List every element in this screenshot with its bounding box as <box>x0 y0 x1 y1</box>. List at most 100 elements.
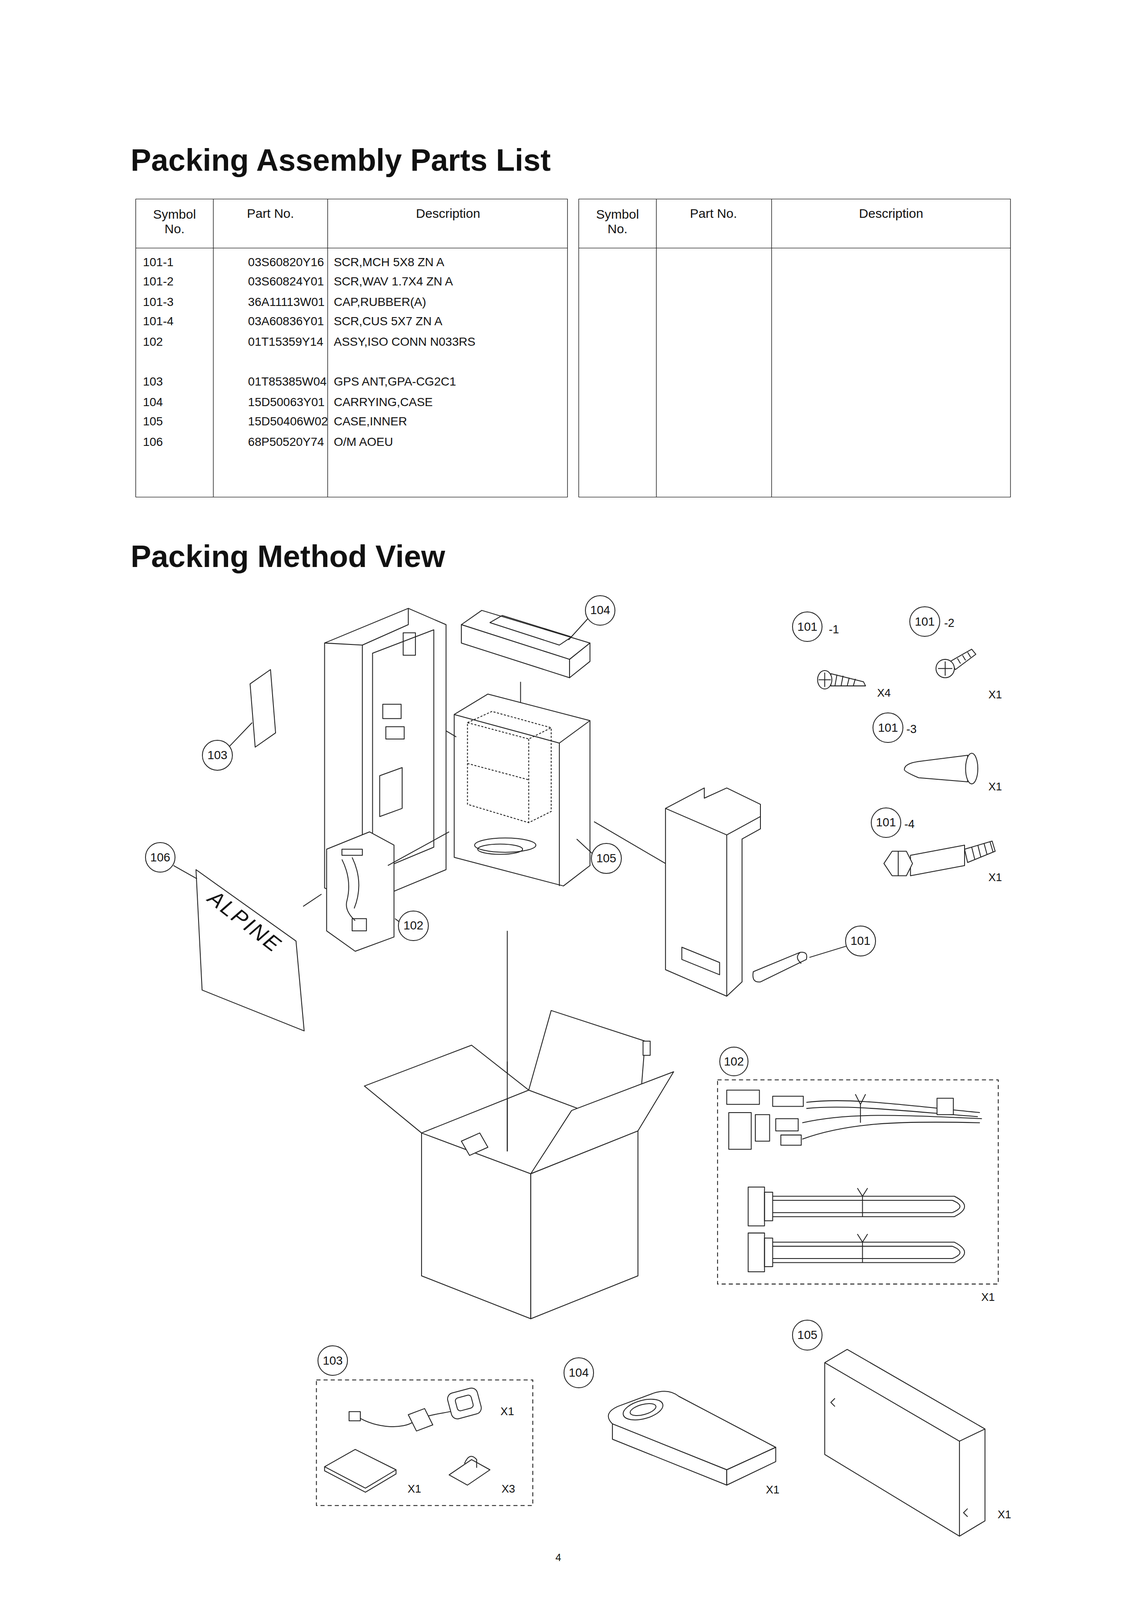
inner-case-tray <box>528 739 530 823</box>
harness-detail <box>748 1187 765 1227</box>
table-grid <box>771 198 772 497</box>
callout-number: 103 <box>322 1354 343 1367</box>
screw-icons <box>957 652 971 664</box>
harness-bag <box>302 893 322 907</box>
table-grid <box>578 198 1011 497</box>
screw-icons <box>818 672 832 687</box>
table-cell: 102 <box>142 335 164 349</box>
table-header: Description <box>415 205 481 221</box>
harness-detail <box>772 1196 965 1218</box>
quantity-label: X1 <box>988 688 1003 702</box>
table-grid <box>135 198 568 497</box>
callout-circle: 103 <box>201 739 233 771</box>
callout-circle: 102 <box>397 910 429 942</box>
harness-detail <box>728 1112 752 1150</box>
carrying-case-detail <box>612 1423 727 1485</box>
screw-icons <box>834 674 856 686</box>
harness-bag <box>302 831 449 952</box>
screw-icons <box>910 845 965 876</box>
inner-case-tray <box>445 730 457 737</box>
table-grid <box>135 247 568 249</box>
inner-case-detail <box>824 1362 985 1442</box>
table-header: Part No. <box>246 205 294 221</box>
screw-icons <box>817 649 996 876</box>
callout-circle: 102 <box>719 1046 749 1077</box>
quantity-label: X1 <box>407 1482 422 1496</box>
foam-end-right <box>681 947 720 975</box>
brand-logo: ALPINE <box>203 885 287 959</box>
quantity-label: X1 <box>988 780 1003 794</box>
harness-detail <box>855 1094 866 1123</box>
inner-case-tray <box>467 711 552 823</box>
screw-icons <box>897 851 899 876</box>
quantity-label: X1 <box>981 1291 995 1304</box>
table-grid <box>656 198 657 497</box>
antenna-detail <box>324 1449 397 1489</box>
accessory-bag <box>752 946 847 983</box>
antenna-detail <box>316 1380 533 1506</box>
callout-circle: 101 <box>909 606 941 638</box>
callout-number: 106 <box>150 851 171 864</box>
table-cell: CAP,RUBBER(A) <box>333 295 427 309</box>
table-cell: 104 <box>142 395 164 410</box>
callout-suffix: -3 <box>906 723 917 737</box>
quantity-label: X3 <box>501 1482 516 1496</box>
table-cell: 15D50063Y01 <box>248 395 325 410</box>
carrying-case-lid <box>461 624 570 678</box>
accessory-bag <box>809 946 847 958</box>
foam-end-left <box>379 767 402 817</box>
quantity-label: X1 <box>765 1483 780 1497</box>
carton-box <box>506 1061 508 1152</box>
inner-case-detail <box>958 1441 960 1537</box>
inner-case-detail <box>824 1349 985 1536</box>
callout-number: 101 <box>850 935 871 947</box>
callout-circle: 101 <box>845 925 876 957</box>
table-header: Description <box>858 205 924 221</box>
harness-detail <box>937 1098 954 1115</box>
harness-bag <box>326 831 394 952</box>
antenna-detail <box>454 1394 475 1412</box>
inner-case-tray <box>467 763 529 780</box>
gps-antenna-sheet <box>229 669 276 748</box>
quantity-label: X1 <box>997 1508 1012 1522</box>
callout-suffix: -4 <box>904 818 915 832</box>
antenna-detail <box>408 1408 433 1431</box>
callout-suffix: -1 <box>828 623 840 637</box>
callout-circle: 104 <box>563 1357 595 1389</box>
harness-detail <box>755 1114 770 1142</box>
table-cell: O/M AOEU <box>333 435 393 449</box>
table-cell: 105 <box>142 414 164 429</box>
table-grid <box>578 247 1011 249</box>
page-number: 4 <box>555 1551 562 1564</box>
table-cell: SCR,MCH 5X8 ZN A <box>333 255 445 270</box>
quantity-label: X4 <box>877 686 891 700</box>
callout-number: 101 <box>878 721 899 734</box>
harness-detail <box>726 1089 760 1105</box>
harness-detail <box>857 1187 868 1217</box>
gps-antenna-sheet <box>249 669 276 748</box>
callout-number: 104 <box>568 1366 589 1379</box>
table-cell: 103 <box>142 374 164 389</box>
carton-box <box>643 1041 651 1056</box>
accessory-bag <box>752 952 807 983</box>
screw-icons <box>971 842 994 860</box>
table-cell: GPS ANT,GPA-CG2C1 <box>333 374 457 389</box>
table-cell: SCR,WAV 1.7X4 ZN A <box>333 274 454 289</box>
harness-bag <box>341 849 363 856</box>
carton-box <box>506 930 508 1152</box>
owners-manual <box>173 865 197 879</box>
table-grid <box>135 198 1011 497</box>
table-cell: 101-2 <box>142 274 174 289</box>
owners-manual <box>195 869 305 1031</box>
table-cell: 01T85385W04 <box>248 374 327 389</box>
callout-number: 105 <box>797 1329 818 1342</box>
table-cell: 106 <box>142 435 164 449</box>
inner-case-tray <box>467 722 552 740</box>
harness-detail <box>748 1232 765 1272</box>
screw-icons <box>904 755 968 782</box>
harness-detail <box>764 1237 773 1267</box>
inner-case-tray <box>477 844 523 855</box>
callout-circle: 103 <box>317 1345 349 1377</box>
foam-end-right <box>665 808 727 997</box>
